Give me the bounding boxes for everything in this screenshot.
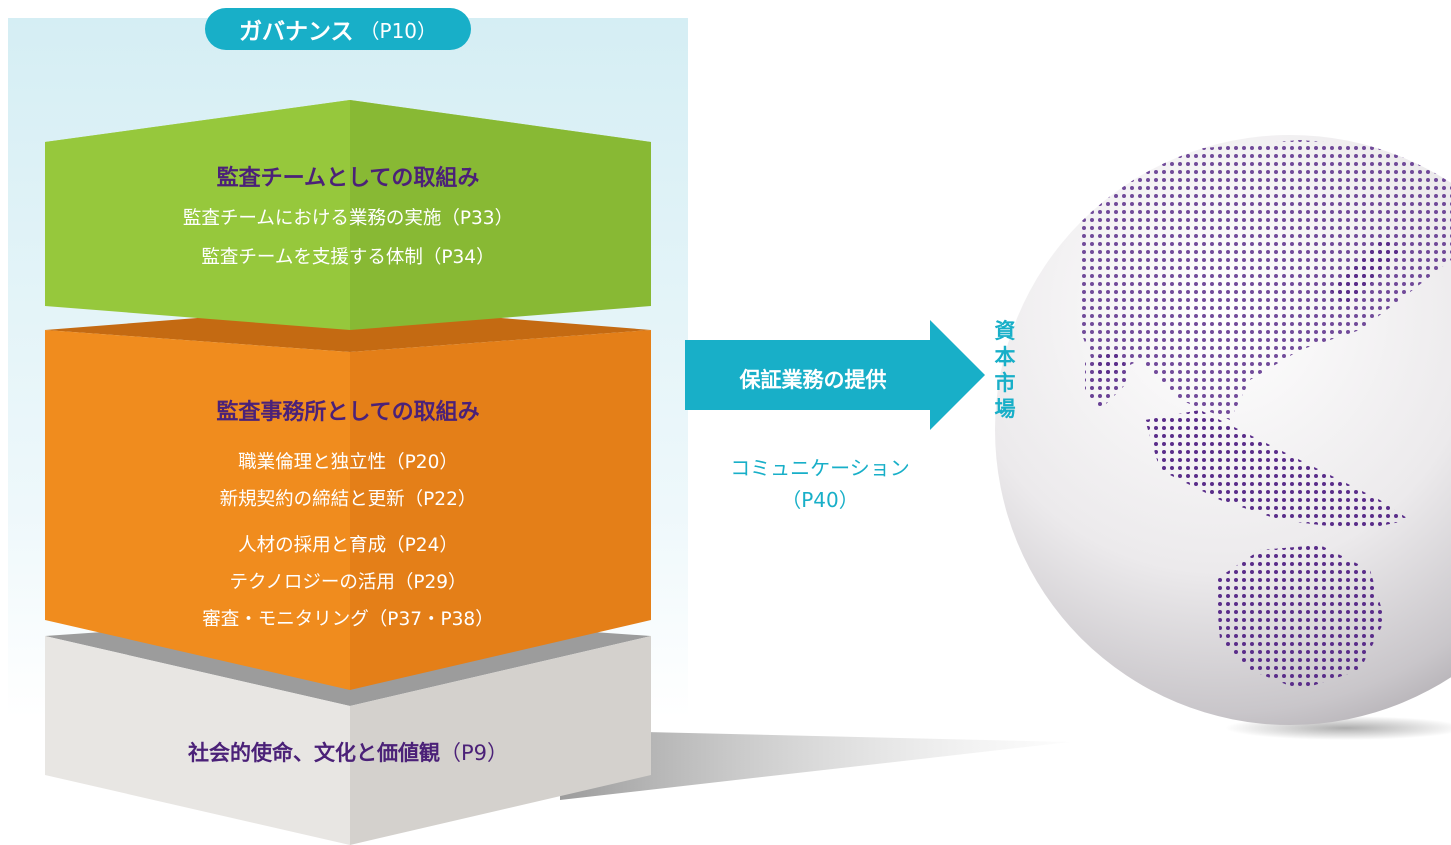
- foundation-left-face: [45, 636, 350, 845]
- foundation-shadow: [560, 730, 1070, 800]
- capital-market-char: 場: [994, 397, 1016, 421]
- governance-badge: ガバナンス （P10）: [205, 8, 471, 50]
- office-layer-item: 新規契約の締結と更新（P22）: [219, 489, 477, 510]
- team-layer-item: 監査チームを支援する体制（P34）: [201, 247, 495, 268]
- office-layer-item: 審査・モニタリング（P37・P38）: [202, 609, 494, 630]
- team-left-face: [45, 100, 350, 330]
- office-layer-title: 監査事務所としての取組み: [216, 400, 480, 425]
- team-right-face: [350, 100, 651, 330]
- capital-market-label: 資 本 市 場: [990, 318, 1020, 422]
- communication-page: （P40）: [781, 488, 859, 512]
- office-layer-item: 人材の採用と育成（P24）: [238, 535, 458, 556]
- capital-market-char: 本: [994, 345, 1016, 369]
- team-layer-title: 監査チームとしての取組み: [216, 166, 480, 191]
- foundation-label-main: 社会的使命、文化と価値観: [187, 741, 440, 765]
- office-right-face: [350, 330, 651, 690]
- office-layer-item: 職業倫理と独立性（P20）: [238, 452, 458, 473]
- team-layer-item: 監査チームにおける業務の実施（P33）: [182, 208, 514, 229]
- governance-label: ガバナンス: [238, 19, 354, 45]
- map-southeast-asia: [1145, 410, 1410, 530]
- map-japan: [1330, 235, 1400, 305]
- map-australia: [1215, 545, 1385, 690]
- map-india: [1085, 350, 1130, 410]
- map-asia: [1080, 140, 1451, 420]
- assurance-arrow: [685, 320, 985, 430]
- office-layer-item: テクノロジーの活用（P29）: [229, 572, 467, 593]
- capital-market-char: 資: [994, 319, 1016, 343]
- communication-label: コミュニケーション: [730, 456, 910, 480]
- foundation-right-face: [350, 636, 651, 845]
- office-left-face: [45, 330, 350, 690]
- capital-market-char: 市: [994, 371, 1016, 395]
- assurance-label: 保証業務の提供: [739, 368, 887, 392]
- foundation-label: 社会的使命、文化と価値観（P9）: [45, 737, 651, 767]
- globe-dot-map: [1080, 140, 1451, 690]
- foundation-page: （P9）: [439, 741, 509, 765]
- governance-page: （P10）: [359, 18, 438, 43]
